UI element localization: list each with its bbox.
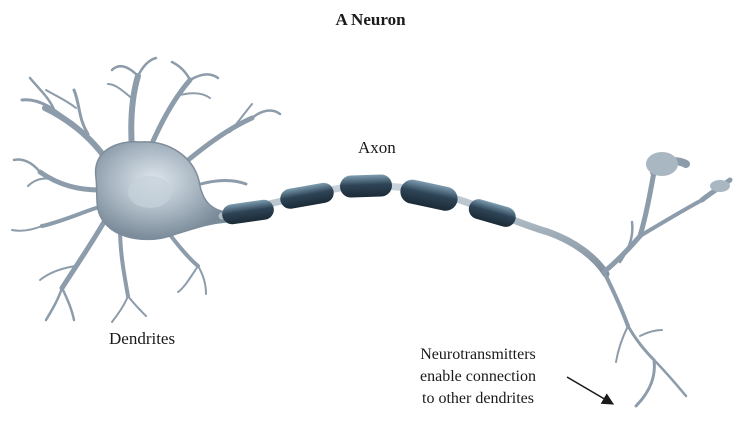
myelin-segment: [340, 174, 393, 198]
axon-label: Axon: [358, 138, 396, 158]
myelin-segment: [279, 181, 336, 210]
diagram-title: A Neuron: [0, 10, 741, 30]
neurotransmitters-label-line: Neurotransmitters: [398, 344, 558, 366]
dendrites-label: Dendrites: [109, 329, 175, 349]
terminal-bulb: [710, 180, 730, 192]
myelin-segment: [221, 198, 275, 225]
terminal-bulb: [646, 152, 678, 176]
nucleus: [128, 176, 172, 208]
pointer-arrow: [567, 377, 613, 404]
neurotransmitters-label-line: to other dendrites: [398, 388, 558, 410]
neurotransmitters-label-line: enable connection: [398, 366, 558, 388]
myelin-sheath: [221, 174, 518, 229]
myelin-segment: [398, 177, 460, 213]
axon-terminals: [604, 161, 730, 406]
neurotransmitters-label: Neurotransmitters enable connection to o…: [398, 344, 558, 410]
myelin-segment: [466, 197, 518, 229]
